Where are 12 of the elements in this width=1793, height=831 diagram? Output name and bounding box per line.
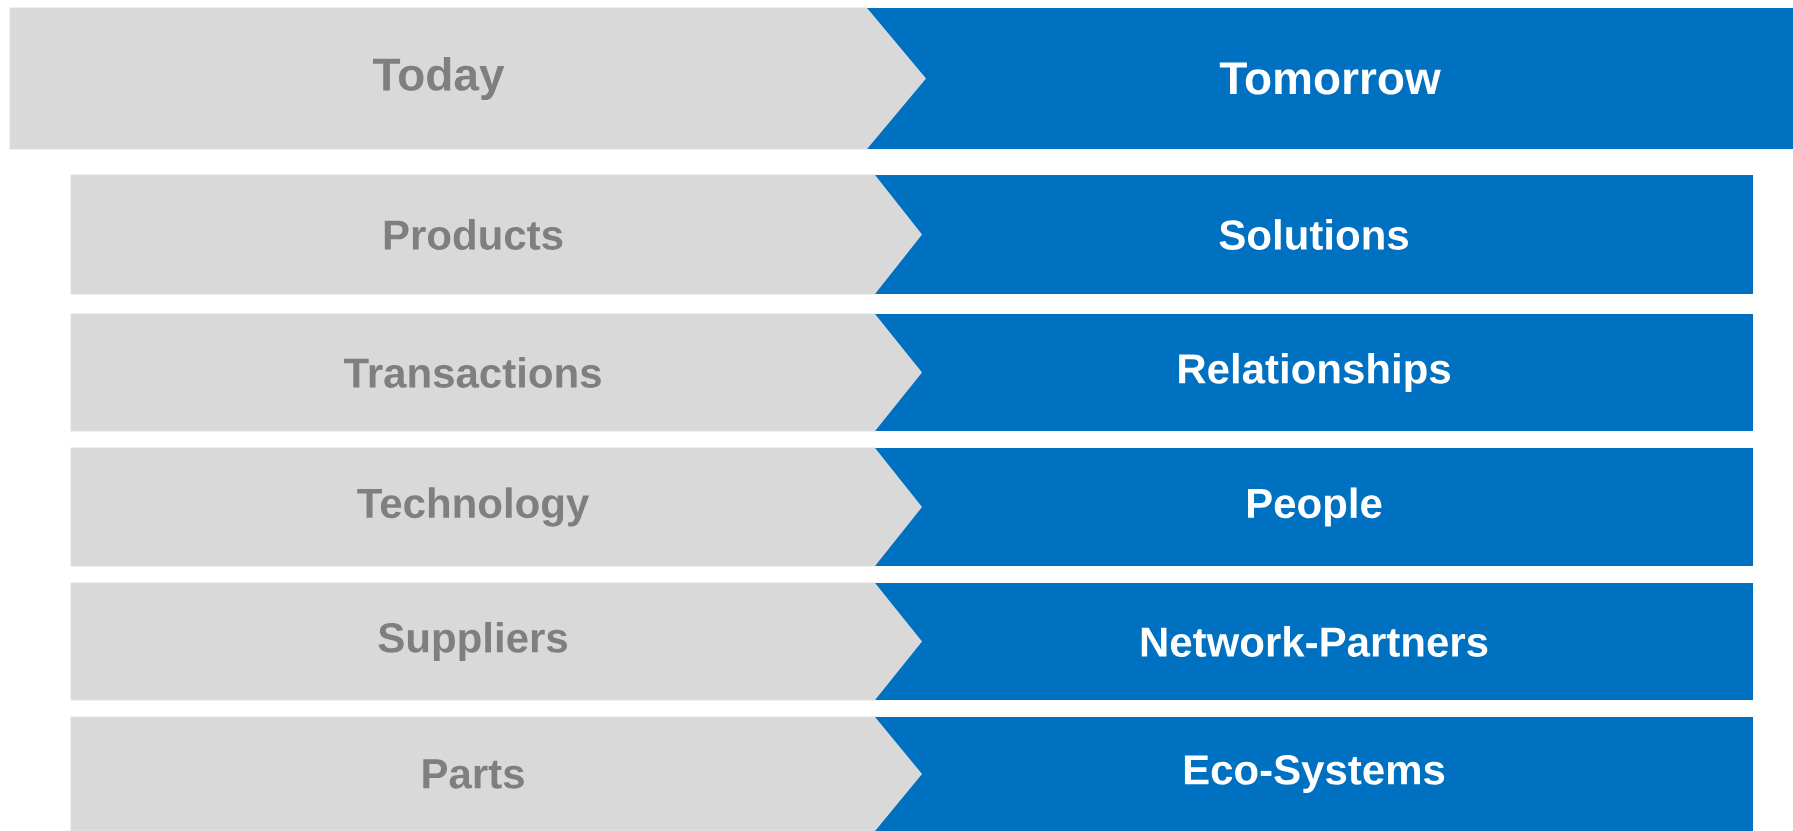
notched-banner: Tomorrow	[867, 8, 1793, 149]
chevron-banner: Parts	[70, 716, 923, 831]
notched-banner: Relationships	[875, 314, 1753, 431]
notched-banner: People	[875, 448, 1753, 566]
chevron-banner: Transactions	[70, 313, 923, 432]
notched-banner: Network-Partners	[875, 583, 1753, 700]
chevron-banner: Today	[9, 7, 927, 150]
notched-banner: Eco-Systems	[875, 717, 1753, 831]
chevron-banner: Products	[70, 174, 923, 295]
chevron-banner: Suppliers	[70, 582, 923, 701]
chevron-banner: Technology	[70, 447, 923, 567]
notched-banner: Solutions	[875, 175, 1753, 294]
